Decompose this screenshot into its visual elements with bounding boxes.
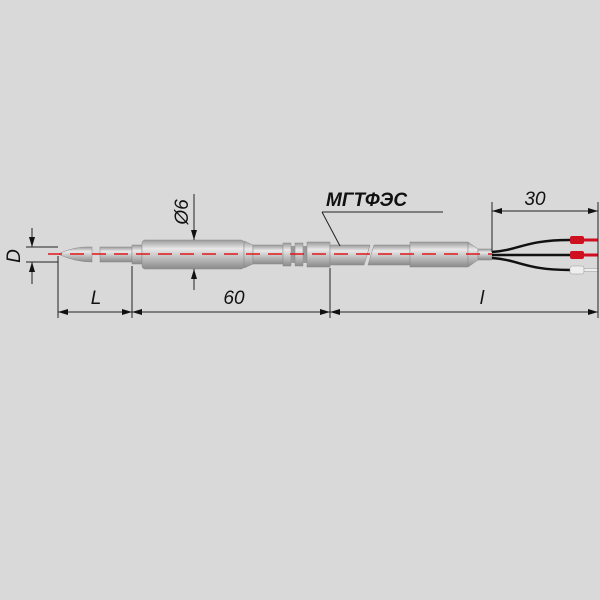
lead-wires <box>491 236 599 275</box>
terminal-red-1 <box>570 236 584 244</box>
svg-text:Ø6: Ø6 <box>172 199 193 226</box>
cable <box>329 241 493 268</box>
terminal-white <box>569 265 585 275</box>
svg-text:L: L <box>91 288 102 309</box>
dimension-lead-length: 30 <box>491 189 598 252</box>
svg-text:D: D <box>4 249 25 263</box>
cable-type-callout: МГТФЭС <box>321 190 443 247</box>
terminal-red-2 <box>570 251 584 259</box>
svg-text:l: l <box>480 288 485 309</box>
dimension-D: D <box>4 228 58 284</box>
svg-text:30: 30 <box>524 189 546 210</box>
svg-text:60: 60 <box>223 288 245 309</box>
dimension-body-diameter: Ø6 <box>172 194 197 290</box>
dimension-bottom: L 60 l <box>57 202 599 318</box>
svg-text:МГТФЭС: МГТФЭС <box>326 190 407 211</box>
